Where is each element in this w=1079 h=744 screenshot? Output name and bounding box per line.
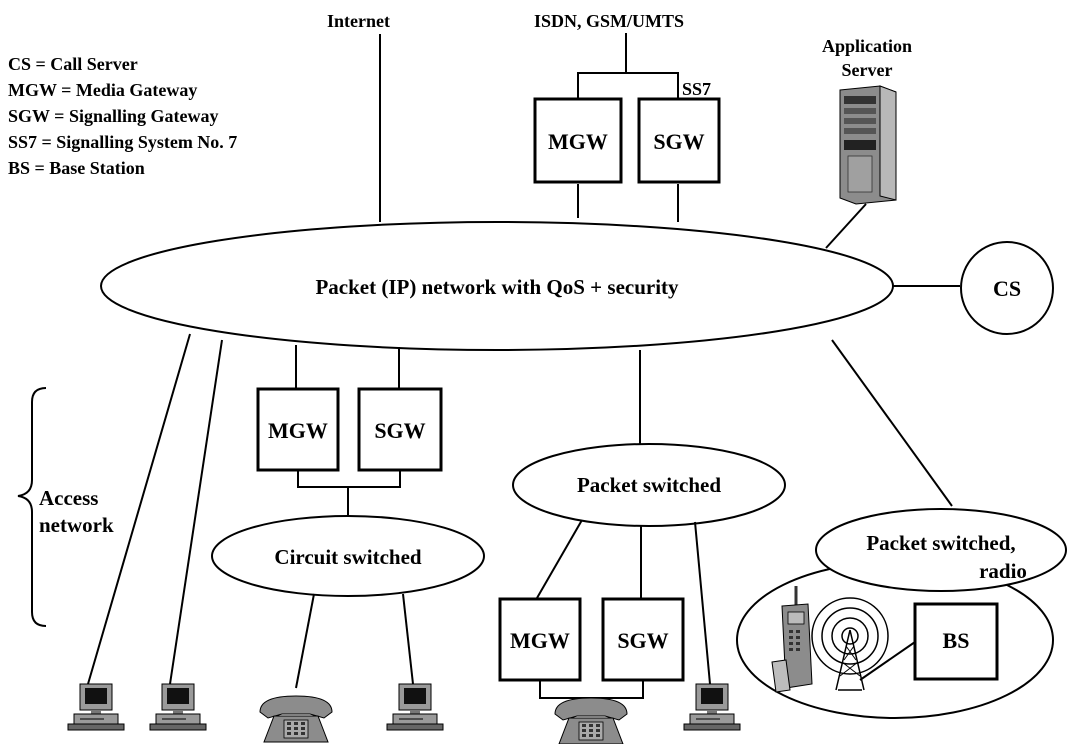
bs-antenna-link <box>859 641 916 681</box>
cs-branch-sgw-label: SGW <box>374 418 425 443</box>
app-server-label-2: Server <box>842 60 893 80</box>
computer-4-link <box>694 521 711 685</box>
bs-box <box>913 602 999 681</box>
legend-bs: BS = Base Station <box>8 158 145 178</box>
phone-1-link <box>295 593 315 689</box>
cs-branch-sgw-box <box>357 387 443 472</box>
ps-branch-sgw-label: SGW <box>617 628 668 653</box>
legend: CS = Call Server MGW = Media Gateway SGW… <box>8 54 237 178</box>
ss7-label: SS7 <box>682 79 711 99</box>
access-brace <box>17 387 47 627</box>
isdn-split <box>577 72 679 98</box>
packet-switched-node <box>512 443 786 527</box>
computer-3-link <box>402 593 414 685</box>
packet-switched-label: Packet switched <box>577 473 721 497</box>
legend-ss7: SS7 = Signalling System No. 7 <box>8 132 237 152</box>
telephone-icon-2 <box>554 697 628 744</box>
radio-branch-link <box>831 339 953 507</box>
ps-branch-mgw-label: MGW <box>510 628 570 653</box>
circuit-switched-node <box>211 515 485 597</box>
computer-icon-3 <box>386 683 444 731</box>
legend-mgw: MGW = Media Gateway <box>8 80 197 100</box>
packet-ip-network-label: Packet (IP) network with QoS + security <box>315 275 679 299</box>
bs-label: BS <box>943 628 970 653</box>
top-mgw-box <box>533 97 623 184</box>
packet-switched-radio-node <box>815 508 1067 592</box>
app-server-label-1: Application <box>822 36 912 56</box>
computer-icon-4 <box>683 683 741 731</box>
legend-cs: CS = Call Server <box>8 54 138 74</box>
cs-branch-join <box>297 471 401 488</box>
packet-ip-network <box>100 221 894 351</box>
computer-1-link <box>87 333 191 685</box>
cs-branch-mgw-box <box>256 387 340 472</box>
access-label-2: network <box>39 513 114 537</box>
access-label-1: Access <box>39 486 98 510</box>
packet-switched-radio-label-1: Packet switched, <box>866 531 1015 555</box>
ps-branch-join <box>539 681 644 699</box>
top-sgw-label: SGW <box>653 129 704 154</box>
circuit-switched-label: Circuit switched <box>274 545 422 569</box>
computer-icon-1 <box>67 683 125 731</box>
ps-branch-sgw-box <box>601 597 685 682</box>
mobile-phone-icon <box>771 586 813 693</box>
computer-2-link <box>169 339 223 685</box>
isdn-label: ISDN, GSM/UMTS <box>534 11 684 31</box>
internet-label: Internet <box>327 11 390 31</box>
legend-sgw: SGW = Signalling Gateway <box>8 106 218 126</box>
cs-node <box>960 241 1054 335</box>
cs-label: CS <box>993 276 1021 301</box>
top-sgw-box <box>637 97 721 184</box>
app-server-link <box>825 203 867 249</box>
telephone-icon-1 <box>259 695 333 743</box>
top-mgw-label: MGW <box>548 129 608 154</box>
server-icon <box>839 85 897 205</box>
cs-branch-mgw-label: MGW <box>268 418 328 443</box>
ps-mgw-link <box>536 519 583 599</box>
computer-icon-2 <box>149 683 207 731</box>
packet-switched-radio-label-2: radio <box>979 559 1027 583</box>
antenna-tower-icon <box>835 629 865 691</box>
ps-branch-mgw-box <box>498 597 582 682</box>
radio-waves-icon <box>811 597 889 675</box>
